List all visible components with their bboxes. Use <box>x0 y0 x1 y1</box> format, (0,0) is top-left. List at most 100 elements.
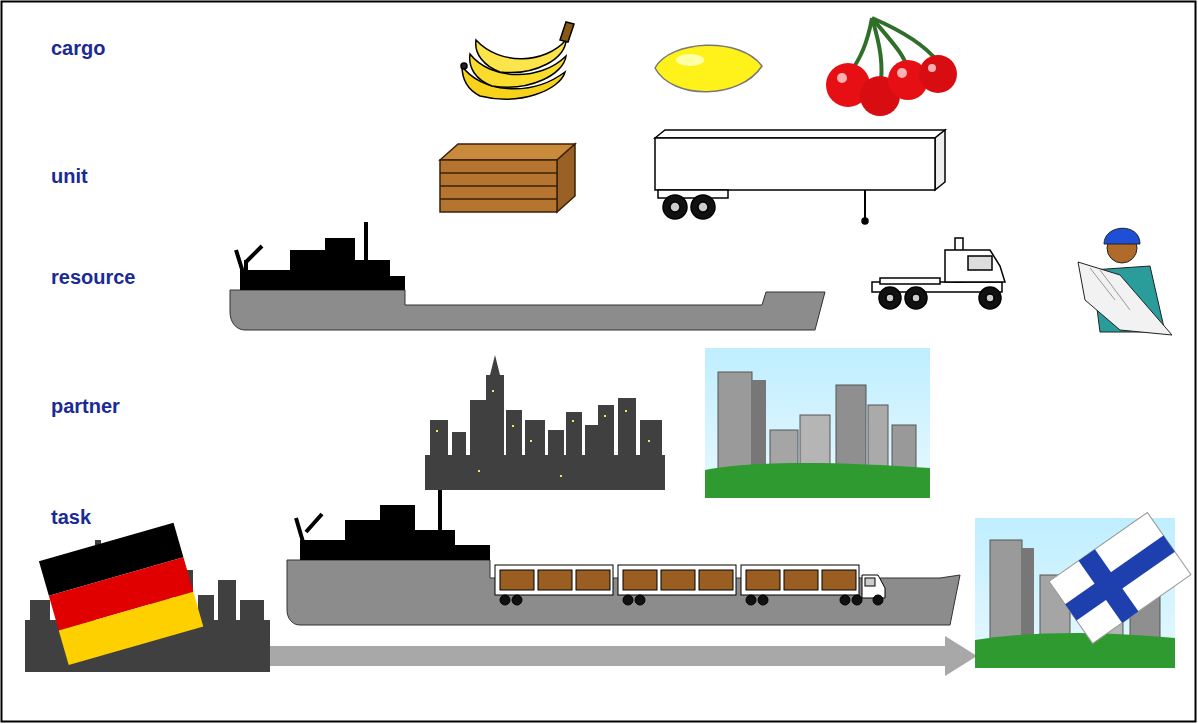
skyline-clipart-part <box>618 398 636 460</box>
loaded-ship-clipart-part-part-part <box>840 595 850 605</box>
city-picture-clipart <box>705 348 930 498</box>
loaded-ship-clipart-part-part <box>862 575 885 598</box>
worker-clipart-part <box>1078 262 1172 335</box>
skyline-clipart-part-part <box>530 440 532 442</box>
loaded-ship-clipart-part-part-part <box>512 595 522 605</box>
skyline-clipart-part-part <box>625 410 627 412</box>
loaded-ship-clipart-part-part-part <box>746 595 756 605</box>
loaded-ship-clipart-part-part <box>500 570 856 590</box>
truck-clipart-part <box>905 287 927 309</box>
trailer-clipart-part <box>691 195 715 219</box>
loaded-ship-clipart-part-part-part <box>635 595 645 605</box>
city-picture-clipart-part <box>705 463 930 498</box>
truck-clipart-part <box>968 256 992 270</box>
loaded-ship-clipart-part <box>296 514 322 552</box>
city-picture-clipart-part <box>836 385 866 472</box>
ship-clipart <box>230 222 825 330</box>
skyline-clipart-part-part <box>572 420 574 422</box>
truck-clipart-part <box>986 294 994 302</box>
banana-clipart-part <box>461 63 467 69</box>
skyline-clipart-part <box>506 410 522 460</box>
loaded-ship-clipart-part-part <box>865 578 875 586</box>
loaded-ship-clipart-part-part-part <box>784 570 818 590</box>
banana-clipart <box>461 22 574 99</box>
destination-city-clipart-part <box>975 633 1175 668</box>
loaded-ship-clipart-part-part <box>495 565 613 595</box>
skyline-clipart-part <box>430 420 448 460</box>
loaded-ship-clipart-part-part-part <box>758 595 768 605</box>
loaded-ship-clipart-part-part-part <box>699 570 733 590</box>
row-label: partner <box>51 395 120 418</box>
loaded-ship-clipart-part-part-part <box>746 570 780 590</box>
worker-clipart-part <box>1090 268 1130 310</box>
direction-arrow-part <box>268 646 958 666</box>
skyline-clipart-part-part <box>648 440 650 442</box>
skyline-clipart-part <box>598 405 614 460</box>
skyline-clipart-part-part <box>512 425 514 427</box>
skyline-clipart <box>425 355 665 490</box>
skyline-clipart-part <box>490 355 500 375</box>
cherries-clipart-part <box>919 55 957 93</box>
loaded-ship-clipart-part-part-part <box>500 570 534 590</box>
truck-clipart-part <box>945 250 1005 282</box>
skyline-clipart-part-part <box>436 430 438 432</box>
loaded-ship-clipart-part-part-part <box>538 570 572 590</box>
loaded-ship-clipart-part-part-part <box>576 570 610 590</box>
loaded-ship-clipart-part <box>495 565 885 605</box>
worker-clipart <box>1078 228 1172 335</box>
origin-city-clipart-part <box>30 600 50 630</box>
loaded-ship-clipart-part-part <box>741 565 859 595</box>
german-flag <box>39 523 203 665</box>
trailer-clipart-part <box>655 130 945 138</box>
crate-clipart-part <box>440 185 557 187</box>
truck-clipart <box>872 238 1005 309</box>
loaded-ship-clipart-part <box>287 560 960 625</box>
loaded-ship-clipart-part <box>300 505 490 560</box>
loaded-ship-clipart-part-part <box>500 595 883 605</box>
city-picture-clipart-part <box>718 372 752 472</box>
loaded-ship-clipart <box>287 490 960 625</box>
skyline-clipart-part <box>470 400 488 460</box>
city-picture-clipart-part <box>892 425 916 472</box>
skyline-clipart-part <box>486 375 504 460</box>
skyline-clipart-part-part <box>604 415 606 417</box>
origin-city-clipart-part <box>240 600 264 625</box>
crate-clipart <box>440 144 575 212</box>
skyline-clipart-part-part <box>478 470 480 472</box>
worker-clipart-part <box>1104 228 1140 244</box>
finnish-flag-part <box>1049 512 1191 643</box>
trailer-clipart-part <box>862 218 868 224</box>
ship-clipart-part <box>230 290 825 330</box>
skyline-clipart-part-part <box>560 475 562 477</box>
origin-city-clipart-part <box>218 580 236 625</box>
loaded-ship-clipart-part-part-part <box>873 595 883 605</box>
skyline-clipart-part <box>452 432 466 462</box>
crate-clipart-part <box>440 160 557 212</box>
finnish-flag <box>1049 512 1191 643</box>
city-picture-clipart-part <box>752 380 766 472</box>
truck-clipart-part <box>880 278 940 284</box>
direction-arrow <box>268 636 977 676</box>
row-label: task <box>51 506 91 529</box>
truck-clipart-part <box>886 294 894 302</box>
trailer-clipart-part <box>864 190 866 220</box>
trailer-clipart-part <box>698 202 708 212</box>
ship-clipart-part <box>244 260 248 290</box>
row-label: unit <box>51 165 88 188</box>
row-label: cargo <box>51 37 105 60</box>
truck-clipart-part <box>879 287 901 309</box>
loaded-ship-clipart-part-part-part <box>623 570 657 590</box>
ship-clipart-part <box>364 222 368 262</box>
loaded-ship-clipart-part <box>438 490 442 535</box>
lemon-clipart <box>655 45 762 92</box>
direction-arrow-part <box>945 636 977 676</box>
cherries-clipart-part <box>928 64 936 72</box>
destination-city-clipart-part <box>990 540 1022 640</box>
destination-city-clipart-part <box>1022 548 1034 640</box>
crate-clipart-part <box>440 144 575 160</box>
german-flag-part <box>59 592 203 665</box>
cherries-clipart <box>826 18 957 116</box>
